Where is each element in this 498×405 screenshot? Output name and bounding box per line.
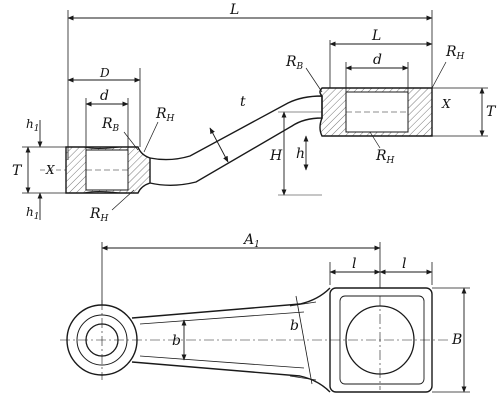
label-d-left: d — [100, 88, 109, 104]
label-t: t — [240, 94, 246, 110]
label-RB-right: RB — [285, 54, 304, 72]
label-l-right: l — [402, 256, 406, 272]
label-h1-bottom: h1 — [26, 205, 39, 222]
dimension-labels: L L D d d RB RH RH RB RH RH t h1 h1 T T … — [12, 2, 497, 349]
leader-RH-right-bottom — [369, 131, 381, 149]
label-RH-left-bottom: RH — [89, 206, 109, 224]
label-L-top: L — [229, 2, 239, 18]
label-h-mid: h — [296, 146, 305, 162]
dimension-line-t — [209, 127, 229, 163]
label-T-left: T — [12, 163, 23, 179]
leader-RB-right — [305, 67, 323, 93]
label-X-left: X — [45, 163, 55, 177]
label-RH-left-top: RH — [155, 106, 175, 124]
label-d-right: d — [373, 52, 382, 68]
leader-RH-left-top — [143, 121, 159, 153]
plan-view — [60, 242, 470, 393]
leader-RH-right-top — [431, 61, 447, 89]
label-X-right: X — [441, 97, 451, 111]
label-l-left: l — [352, 256, 356, 272]
label-b-right: b — [290, 318, 299, 334]
label-H: H — [269, 148, 283, 164]
label-RB-left: RB — [101, 116, 120, 134]
rod-shank-outline — [149, 95, 323, 186]
extension-line — [289, 375, 317, 381]
leader-RH-left-bottom — [111, 189, 135, 211]
label-RH-right-top: RH — [445, 44, 465, 62]
label-L-right: L — [371, 28, 381, 44]
label-D: D — [99, 66, 110, 80]
shank-web-lines — [139, 311, 305, 369]
label-b-left: b — [172, 333, 181, 349]
shank-plan-outline — [131, 287, 331, 393]
extension-line — [289, 301, 317, 307]
label-T-right: T — [486, 104, 497, 120]
label-h1-top: h1 — [26, 117, 39, 134]
dimension-line-b-right — [295, 295, 313, 385]
side-section-view — [22, 10, 488, 220]
label-RH-right-bottom: RH — [375, 148, 395, 166]
label-A1: A1 — [242, 232, 260, 250]
leader-RB-left — [123, 131, 139, 151]
label-B: B — [451, 332, 462, 348]
